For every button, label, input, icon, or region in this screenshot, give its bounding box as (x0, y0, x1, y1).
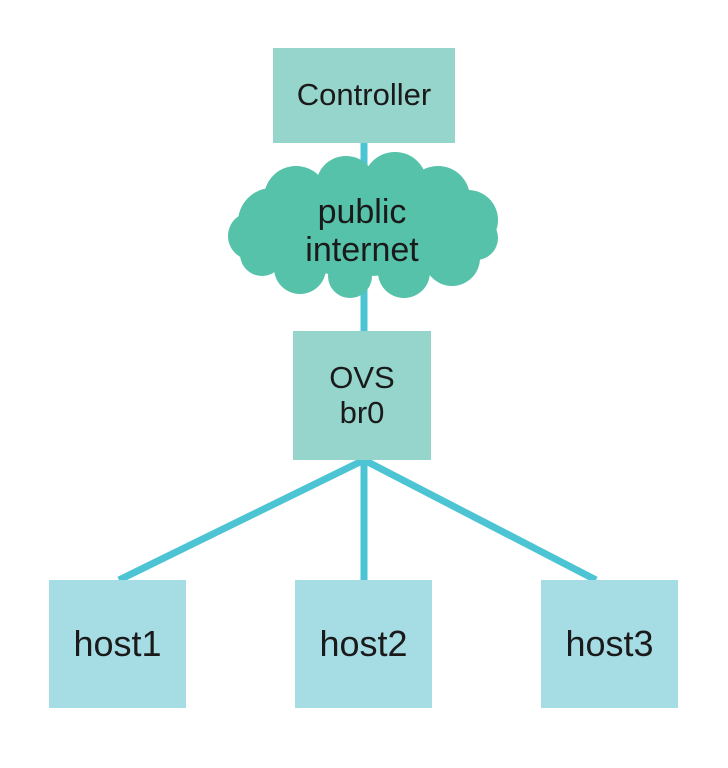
host-node-1: host1 (49, 580, 186, 708)
switch-node: OVS br0 (293, 331, 431, 460)
controller-node: Controller (273, 48, 455, 143)
host-label: host1 (73, 622, 162, 664)
host-label: host3 (565, 622, 654, 664)
cloud-label: public internet (262, 186, 462, 276)
cloud-icon (228, 152, 498, 298)
controller-label: Controller (296, 77, 432, 113)
host-node-3: host3 (541, 580, 678, 708)
link-switch-host1 (117, 456, 366, 584)
host-label: host2 (319, 622, 408, 664)
switch-label-line2: br0 (339, 394, 385, 430)
link-switch-host3 (362, 456, 598, 584)
switch-label-line1: OVS (329, 359, 395, 395)
host-node-2: host2 (295, 580, 432, 708)
cloud-label-line2: internet (305, 231, 419, 269)
cloud-label-line1: public (317, 192, 407, 231)
